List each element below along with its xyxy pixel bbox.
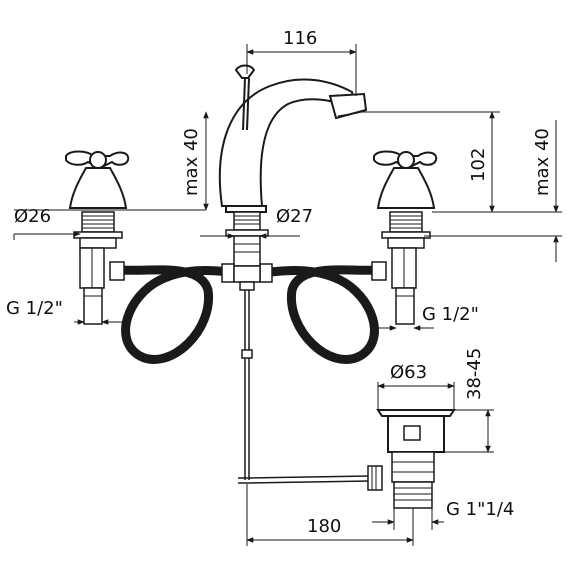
dim-116: 116 [283,28,317,49]
left-cross-handle [65,150,130,325]
pop-up-linkage [238,290,371,484]
connection-hoses [109,261,387,364]
dim-dia-63: Ø63 [390,362,427,383]
dim-dia-27: Ø27 [276,206,313,227]
dim-dia-26: Ø26 [14,206,51,227]
dim-max-40-right: max 40 [532,128,553,196]
right-cross-handle [373,150,438,325]
dim-thread-right: G 1/2" [422,304,479,325]
dim-102: 102 [468,148,489,182]
dimension-lines [13,44,562,546]
dim-180: 180 [307,516,341,537]
pop-up-waste [367,409,456,509]
dim-max-40-left: max 40 [181,128,202,196]
spout [218,64,368,267]
dim-thread-waste: G 1"1/4 [446,499,514,520]
dim-thread-left: G 1/2" [6,298,63,319]
dim-38-45: 38-45 [464,348,485,400]
